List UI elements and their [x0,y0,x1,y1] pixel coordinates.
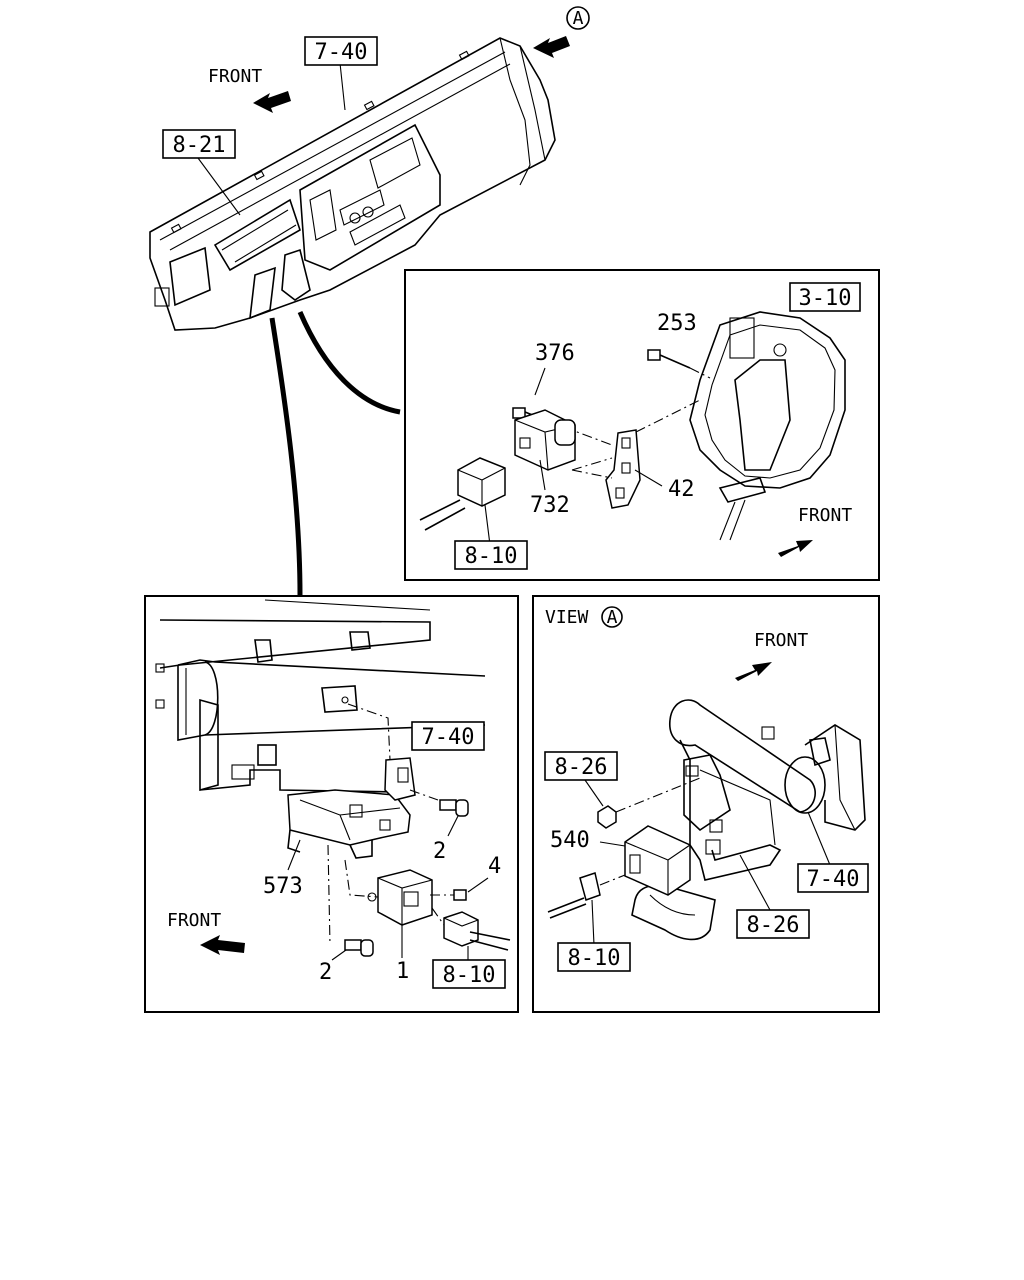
svg-text:FRONT: FRONT [167,910,221,931]
ref-box-7-40-left: 7-40 [411,721,485,751]
svg-text:FRONT: FRONT [798,505,852,526]
crossmember-illustration [631,699,866,941]
ref-box-8-10-view-a: 8-10 [557,942,631,972]
ref-box-8-26-bottom: 8-26 [736,909,810,939]
svg-text:8-10: 8-10 [568,946,621,971]
ref-box-8-26-top: 8-26 [544,751,618,781]
connector-8-10-view-a [547,872,626,946]
svg-text:FRONT: FRONT [754,630,808,651]
inset-relay [144,595,519,1013]
label-573: 573 [263,874,303,899]
label-732: 732 [530,493,570,518]
inset-view-a [532,595,880,1013]
svg-text:VIEW: VIEW [545,607,589,628]
bolt-2-upper [439,799,469,817]
label-2-upper: 2 [433,839,446,864]
view-a-arrow-icon [533,36,570,58]
dashboard-illustration [149,37,556,596]
front-indicator-view-a: FRONT [735,630,808,681]
front-arrow-icon [253,91,291,113]
ref-box-8-10-brake: 8-10 [454,540,528,570]
front-indicator-left: FRONT [167,910,245,955]
svg-text:8-26: 8-26 [747,913,800,938]
connector-8-10-brake [419,457,506,546]
front-indicator-brake: FRONT [778,505,852,557]
label-253: 253 [657,311,697,336]
label-376: 376 [535,341,575,366]
label-4: 4 [488,854,501,879]
front-indicator-top: FRONT [208,66,291,113]
bracket-42 [571,399,701,509]
front-arrow-icon [778,540,813,557]
front-arrow-icon [735,662,772,681]
label-2-lower: 2 [319,960,332,985]
svg-text:3-10: 3-10 [799,286,852,311]
unit-540 [599,825,691,896]
relay-1 [367,869,433,926]
bolt-253 [647,349,711,379]
screw-4 [430,889,467,901]
ref-box-8-10-left: 8-10 [432,959,506,989]
svg-text:7-40: 7-40 [807,867,860,892]
bracket-573 [287,757,439,946]
label-1: 1 [396,959,409,984]
dashboard-frame-illustration [155,599,486,793]
bolt-2-lower [344,939,374,957]
svg-text:7-40: 7-40 [422,725,475,750]
svg-text:8-26: 8-26 [555,755,608,780]
connector-8-10-relay [431,907,511,962]
svg-text:A: A [607,607,618,628]
label-42: 42 [668,477,695,502]
switch-732 [514,409,576,471]
ref-box-3-10: 3-10 [789,282,861,312]
front-arrow-icon [200,935,245,955]
ref-box-8-21: 8-21 [162,129,236,159]
view-a-marker: A [533,6,590,58]
view-a-title: VIEW A [545,606,623,628]
nut-8-26 [584,777,701,829]
brake-pedal-illustration [689,311,846,541]
svg-text:8-21: 8-21 [173,133,226,158]
svg-text:7-40: 7-40 [315,40,368,65]
ref-box-7-40-view-a: 7-40 [797,863,869,893]
ref-box-7-40-top: 7-40 [304,36,378,66]
svg-text:A: A [573,8,584,29]
inset-brake-switch [404,269,880,581]
svg-text:8-10: 8-10 [465,544,518,569]
svg-text:FRONT: FRONT [208,66,262,87]
svg-text:8-10: 8-10 [443,963,496,988]
label-540: 540 [550,828,590,853]
